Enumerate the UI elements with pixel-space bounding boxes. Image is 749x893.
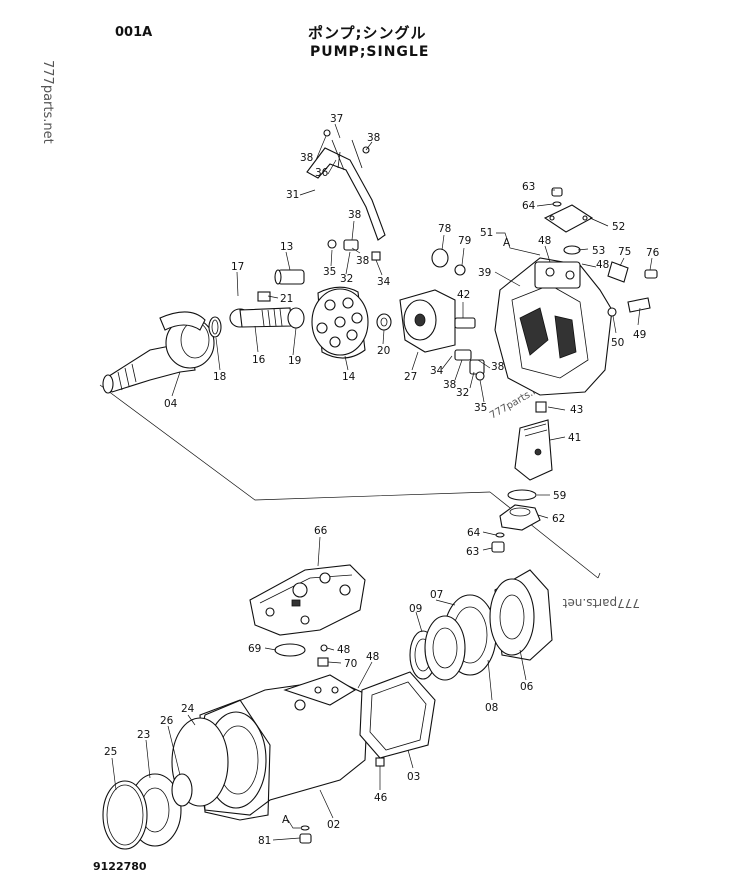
callout-label: 63 [466, 546, 479, 558]
snap-ring-18 [208, 316, 222, 338]
callout-label: 53 [592, 245, 605, 257]
callout-label: 16 [252, 354, 266, 366]
bearing-07-08 [424, 594, 497, 681]
callout-label: 48 [337, 644, 350, 656]
callout-label: 35 [323, 266, 336, 278]
callout-label: 38 [367, 132, 380, 144]
drive-shaft [102, 311, 215, 394]
seal-parts-23-26 [102, 717, 229, 850]
callout-label: 70 [344, 658, 357, 670]
spring-assembly-16-19 [229, 291, 305, 329]
callout-label: 75 [618, 246, 631, 258]
callout-label: 04 [164, 398, 178, 410]
callout-label: 19 [288, 355, 301, 367]
gasket-03 [359, 671, 436, 759]
callout-label: 42 [457, 289, 470, 301]
callout-label: 35 [474, 402, 487, 414]
oring-69 [274, 643, 306, 657]
callout-label: 66 [314, 525, 328, 537]
callout-label: 37 [330, 113, 343, 125]
callout-label: 38 [491, 361, 504, 373]
cover-06 [489, 569, 553, 661]
bolt-63-64 [491, 532, 505, 553]
callout-label: 38 [443, 379, 456, 391]
callout-label: 38 [348, 209, 361, 221]
callout-label: 18 [213, 371, 226, 383]
callout-label: 64 [467, 527, 481, 539]
callout-label: 76 [646, 247, 660, 259]
cover-52 [543, 204, 594, 233]
callout-label: 24 [181, 703, 195, 715]
callout-label: 09 [409, 603, 422, 615]
callout-label: 49 [633, 329, 646, 341]
callout-label: 32 [456, 387, 469, 399]
callout-label: 06 [520, 681, 534, 693]
callout-label: 34 [430, 365, 444, 377]
callout-label: 25 [104, 746, 117, 758]
callout-label: 38 [356, 255, 369, 267]
callout-label: 48 [596, 259, 609, 271]
title-japanese: ポンプ;シングル [308, 24, 427, 42]
callout-label: 34 [377, 276, 391, 288]
callout-label: 62 [552, 513, 565, 525]
callout-label: A [282, 814, 290, 826]
callout-label: 31 [286, 189, 299, 201]
callout-label: 23 [137, 729, 150, 741]
callout-label: 38 [300, 152, 313, 164]
callout-label: 08 [485, 702, 498, 714]
callout-label: A [503, 237, 511, 249]
callout-label: 51 [480, 227, 493, 239]
callout-label: 03 [407, 771, 420, 783]
callout-label: 50 [611, 337, 624, 349]
callout-label: 43 [570, 404, 583, 416]
cap-62 [499, 504, 541, 531]
callout-labels: 37 38 38 36 31 38 13 17 21 35 32 38 34 1… [104, 113, 660, 847]
regulator-66 [249, 564, 366, 636]
pin-13 [274, 269, 305, 285]
callout-label: 81 [258, 835, 271, 847]
callout-label: 69 [248, 643, 261, 655]
callout-label: 52 [612, 221, 625, 233]
group-boundary-lines [99, 384, 601, 579]
valve-plate-27 [399, 289, 476, 353]
callout-label: 32 [340, 273, 353, 285]
callout-label: 20 [377, 345, 390, 357]
oring-59 [507, 489, 537, 501]
callout-label: 79 [458, 235, 471, 247]
page-code: 001A [115, 25, 153, 40]
pin-cluster-32-35 [327, 239, 485, 381]
title-english: PUMP;SINGLE [310, 44, 430, 60]
callout-label: 14 [342, 371, 356, 383]
callout-label: 27 [404, 371, 417, 383]
callout-label: 64 [522, 200, 536, 212]
callout-label: 46 [374, 792, 388, 804]
small-parts-48-70 [317, 644, 385, 767]
callout-label: 13 [280, 241, 293, 253]
drawing-number: 9122780 [93, 860, 147, 873]
plug-81 [299, 825, 312, 844]
callout-label: 21 [280, 293, 293, 305]
callout-label: 48 [366, 651, 379, 663]
snap-ring-20 [376, 313, 392, 331]
callout-label: 07 [430, 589, 443, 601]
callout-label: 17 [231, 261, 244, 273]
cylinder-block-14 [311, 286, 369, 359]
callout-label: 63 [522, 181, 535, 193]
callout-label: 39 [478, 267, 491, 279]
callout-label: 48 [538, 235, 551, 247]
callout-label: 26 [160, 715, 174, 727]
callout-label: 41 [568, 432, 581, 444]
leader-lines [111, 123, 653, 841]
swash-lever-31 [306, 129, 386, 241]
callout-label: 02 [327, 819, 340, 831]
callout-label: 36 [315, 167, 329, 179]
pump-housing-39 [494, 257, 613, 396]
sleeve-41 [514, 401, 553, 481]
callout-label: 78 [438, 223, 451, 235]
callout-label: 59 [553, 490, 566, 502]
